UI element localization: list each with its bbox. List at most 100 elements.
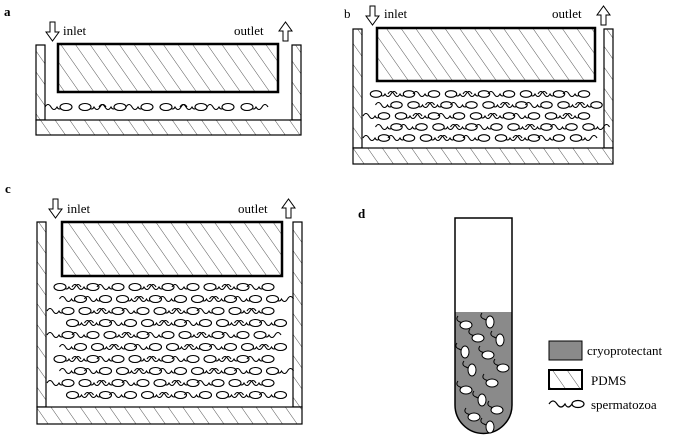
spermatozoon [259,342,288,352]
spermatozoon [159,102,188,112]
cryoprotectant-fill [455,312,512,434]
legend-label-spermatozoa: spermatozoa [591,397,657,412]
spermatozoon [469,112,498,120]
panel-label-d: d [358,206,366,221]
spermatozoon [369,90,398,98]
spermatozoon [159,366,188,376]
spermatozoon [394,112,423,120]
spermatozoon [71,282,100,292]
spermatozoon [171,306,200,316]
spermatozoon [265,294,294,304]
spermatozoon [456,315,473,330]
spermatozoon [109,390,138,400]
spermatozoon [146,330,175,340]
spermatozoon [96,354,125,364]
spermatozoon [387,90,416,98]
spermatozoon [203,282,232,292]
spermatozoon [146,282,175,292]
spermatozoon [487,90,516,98]
spermatozoon [159,390,188,400]
spermatozoon [184,318,213,328]
spermatozoon [78,378,107,388]
spermatozoon [96,306,125,316]
spermatozoon [444,90,473,98]
spermatozoon [206,102,235,112]
outlet-label: outlet [552,6,582,21]
spermatozoon [146,354,175,364]
spermatozoon [480,417,495,434]
spermatozoon [46,306,75,316]
spermatozoon [246,306,275,316]
spermatozoon [125,102,154,112]
spermatozoon [462,360,477,377]
outlet-arrow [596,5,611,26]
spermatozoon [71,354,100,364]
spermatozoon [78,306,107,316]
spermatozoon [234,294,263,304]
spermatozoon [190,366,219,376]
spermatozoon [59,342,88,352]
spermatozoon [234,366,263,376]
sperm-layer [362,90,610,142]
spermatozoon [582,123,610,131]
spermatozoon [121,378,150,388]
spermatozoon [569,134,598,142]
spermatozoon [71,330,100,340]
legend-label-cryoprotectant: cryoprotectant [587,343,662,358]
inlet-label: inlet [384,6,407,21]
spermatozoon [234,318,263,328]
spermatozoon [472,390,487,407]
spermatozoon [456,380,473,395]
outlet-label: outlet [234,23,264,38]
spermatozoon [525,101,553,109]
spermatozoon [98,102,127,112]
sperm-in-tube [455,312,510,434]
spermatozoon [171,282,200,292]
spermatozoon [134,294,163,304]
spermatozoon [478,345,495,360]
spermatozoon [90,342,119,352]
spermatozoon [575,101,603,109]
spermatozoon [253,330,282,340]
spermatozoon [475,123,503,131]
spermatozoon [512,134,541,142]
spermatozoon [115,294,144,304]
spermatozoon [550,123,578,131]
channel-walls [36,221,303,425]
spermatozoon [234,390,263,400]
pdms-block [60,220,284,278]
spermatozoon [490,330,505,347]
spermatozoon [121,330,150,340]
spermatozoon [46,378,75,388]
spermatozoon [500,101,528,109]
spermatozoon [228,378,257,388]
spermatozoon [494,134,523,142]
inlet-arrow [48,198,63,219]
spermatozoon [437,134,466,142]
spermatozoon [221,330,250,340]
spermatozoon [562,90,591,98]
spermatozoon [215,318,244,328]
spermatozoon [65,390,94,400]
spermatozoon [171,354,200,364]
spermatozoon [228,306,257,316]
spermatozoon [362,112,391,120]
spermatozoon [153,306,182,316]
spermatozoon [209,342,238,352]
spermatozoon [246,282,275,292]
legend-sperm-icon [548,399,585,409]
spermatozoon [103,330,132,340]
spermatozoon [450,101,478,109]
spermatozoon [259,390,288,400]
panel-label-c: c [5,181,11,196]
spermatozoon [53,354,82,364]
spermatozoon [184,390,213,400]
spermatozoon [462,90,491,98]
spermatozoon [412,112,441,120]
pdms-block [56,42,280,94]
spermatozoon [425,101,453,109]
spermatozoon [128,282,157,292]
spermatozoon [419,134,448,142]
spermatozoon [412,90,441,98]
spermatozoon [362,134,391,142]
